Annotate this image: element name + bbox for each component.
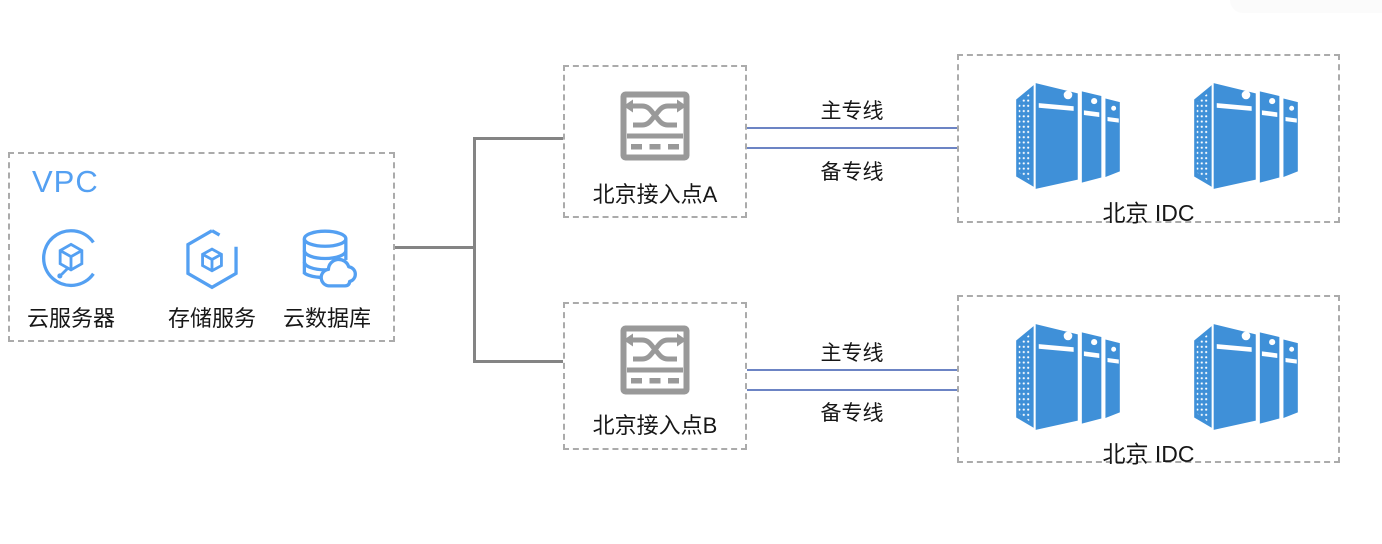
service-item-cloud-server: 云服务器 [11,226,131,333]
server-cluster-icon [1194,324,1298,430]
service-item-cloud-database: 云数据库 [267,226,387,333]
primary-line-bottom [747,369,957,371]
backup-line-label: 备专线 [820,402,884,425]
connector-branch-to-ap-a [473,137,563,140]
service-item-storage: 存储服务 [152,226,272,333]
connector-branch-to-ap-b [473,360,563,363]
connector-vpc-trunk [395,246,475,249]
idc-box-top: 北京 IDC [957,54,1340,226]
backup-line-label: 备专线 [820,161,884,184]
primary-line-top [747,127,957,129]
cloud-server-icon [42,229,95,288]
server-cluster-icon [1016,83,1120,189]
service-label: 云服务器 [26,306,115,331]
service-label: 存储服务 [167,306,256,331]
corner-artifact [1230,0,1382,13]
service-label: 云数据库 [282,306,371,331]
vpc-box: VPC 云服务器 存储服务 云数据库 [8,152,395,342]
server-cluster-icon [1016,324,1120,430]
access-point-label: 北京接入点B [592,413,718,438]
connector-branch-vertical [473,137,476,363]
primary-line-label: 主专线 [820,100,884,123]
server-cluster-icon [1194,83,1298,189]
idc-label: 北京 IDC [1102,200,1195,226]
idc-box-bottom: 北京 IDC [957,295,1340,467]
primary-line-label: 主专线 [820,342,884,365]
cloud-database-icon [302,229,357,288]
switch-icon [620,325,690,395]
access-point-label: 北京接入点A [592,182,718,207]
backup-line-bottom [747,389,957,391]
vpc-title: VPC [32,164,99,199]
idc-label: 北京 IDC [1102,441,1195,467]
access-point-a-box: 北京接入点A [563,65,747,218]
backup-line-top [747,147,957,149]
storage-service-icon [186,229,238,290]
access-point-b-box: 北京接入点B [563,302,747,450]
switch-icon [620,91,690,161]
